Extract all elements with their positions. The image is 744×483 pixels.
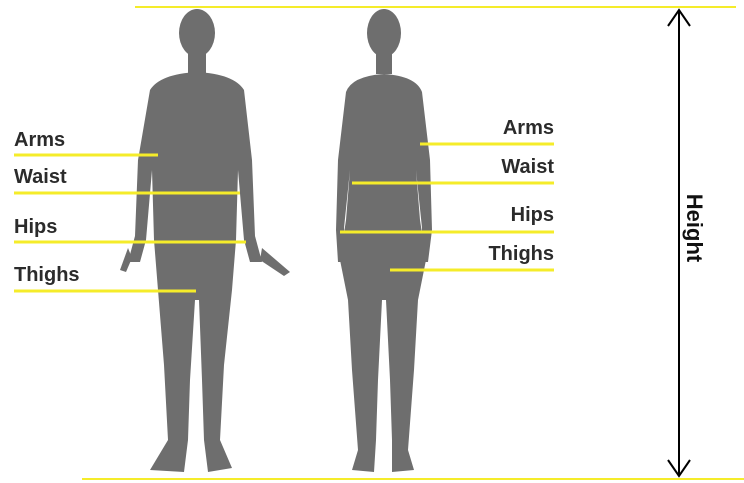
male-arms-label: Arms (14, 130, 65, 150)
female-hips-label: Hips (434, 205, 554, 225)
male-thighs-label: Thighs (14, 265, 80, 285)
female-arms-label: Arms (434, 118, 554, 138)
female-waist-label: Waist (434, 157, 554, 177)
male-waist-label: Waist (14, 167, 67, 187)
female-thighs-label: Thighs (434, 244, 554, 264)
male-hips-label: Hips (14, 217, 57, 237)
female-silhouette (336, 9, 432, 472)
height-label: Height (681, 194, 707, 262)
